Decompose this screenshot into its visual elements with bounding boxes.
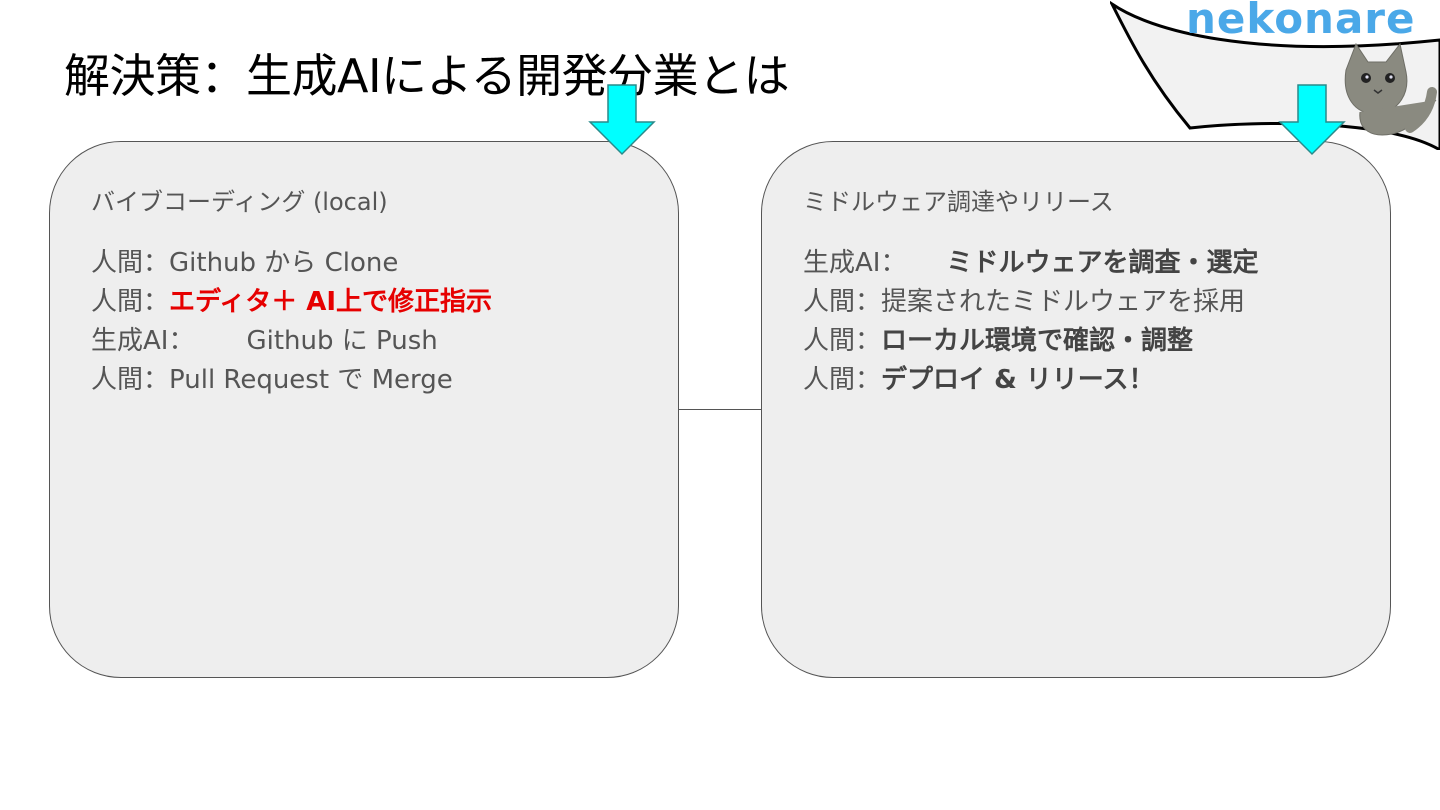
panel-connector-line xyxy=(679,409,761,410)
list-item: 生成AI：Github に Push xyxy=(91,326,438,356)
arrow-down-icon xyxy=(588,84,656,156)
arrow-down-icon xyxy=(1278,84,1346,156)
slide-title: 解決策：生成AIによる開発分業とは xyxy=(64,49,790,103)
list-item: 人間：提案されたミドルウェアを採用 xyxy=(803,287,1246,317)
left-panel-steps: 人間：Github から Clone 人間：エディタ＋ AI上で修正指示 生成A… xyxy=(91,245,492,401)
brand-logo: nekonare xyxy=(1186,0,1416,43)
right-panel-steps: 生成AI：ミドルウェアを調査・選定 人間：提案されたミドルウェアを採用 人間：ロ… xyxy=(803,245,1258,401)
list-item: 人間：デプロイ & リリース！ xyxy=(803,365,1155,395)
list-item-highlighted: 人間：エディタ＋ AI上で修正指示 xyxy=(91,287,493,317)
left-panel-heading: バイブコーディング (local) xyxy=(91,188,388,216)
list-item: 人間：Github から Clone xyxy=(91,248,399,278)
list-item: 人間：ローカル環境で確認・調整 xyxy=(803,326,1194,356)
left-panel: バイブコーディング (local) 人間：Github から Clone 人間：… xyxy=(49,141,679,678)
list-item: 生成AI：ミドルウェアを調査・選定 xyxy=(803,248,1259,278)
cat-icon xyxy=(1344,42,1437,136)
list-item: 人間：Pull Request で Merge xyxy=(91,365,453,395)
logo-mascot-illustration xyxy=(1110,0,1440,150)
right-panel-heading: ミドルウェア調達やリリース xyxy=(803,188,1114,216)
right-panel: ミドルウェア調達やリリース 生成AI：ミドルウェアを調査・選定 人間：提案された… xyxy=(761,141,1391,678)
